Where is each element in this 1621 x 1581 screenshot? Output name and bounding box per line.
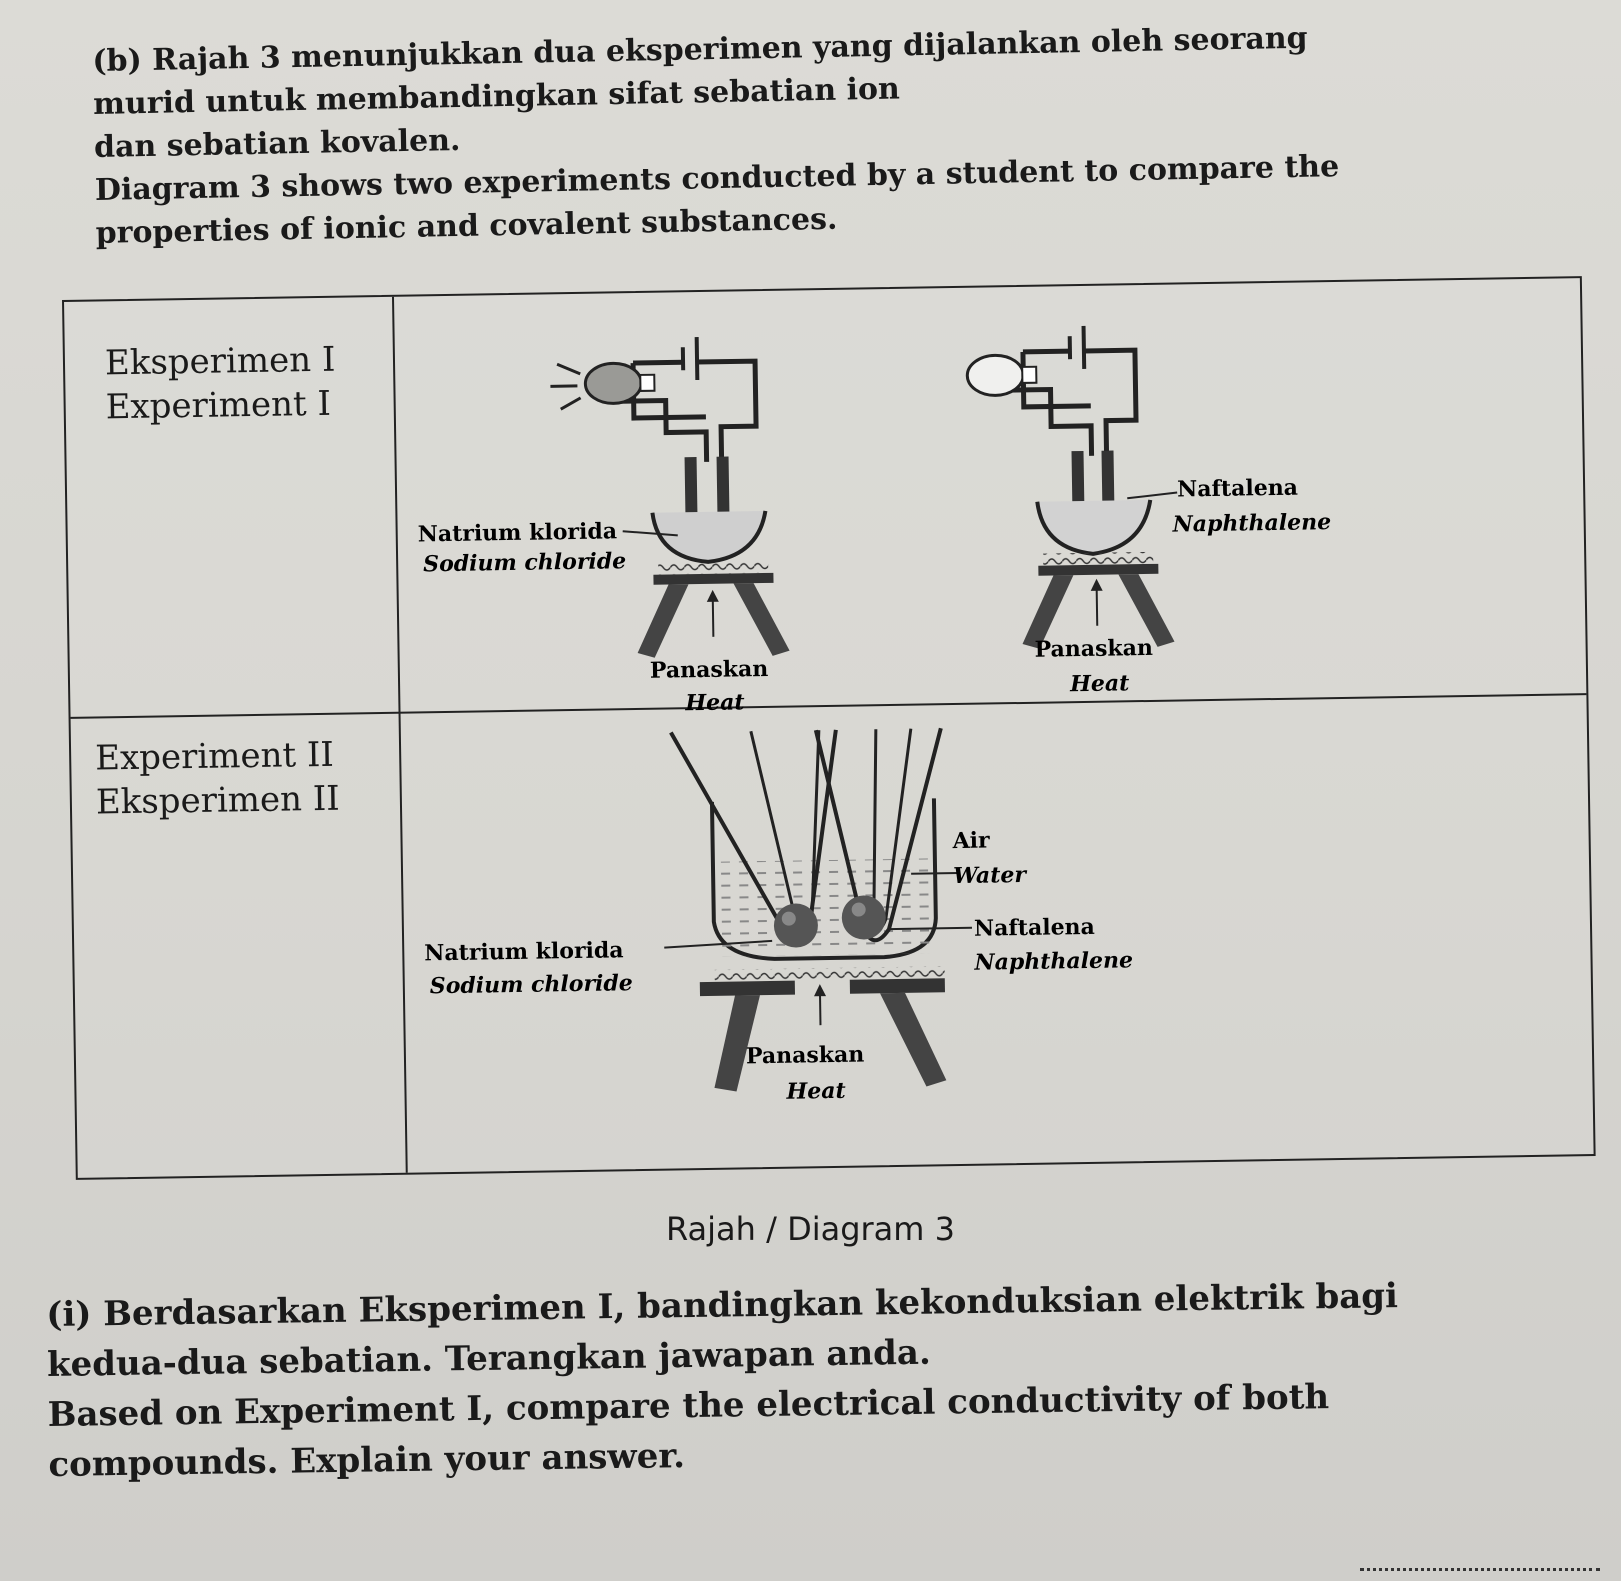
heat-label-en-1: Heat: [684, 689, 745, 716]
heat-label-ms-3: Panaskan: [746, 1041, 865, 1069]
water-label-en: Water: [953, 862, 1028, 889]
nacl-label-en: Sodium chloride: [423, 548, 626, 577]
experiment-1-nacl-apparatus: Natrium klorida Sodium chloride Panaskan…: [418, 337, 790, 716]
battery-icon: [680, 337, 700, 381]
heat-label-en-2: Heat: [1069, 670, 1130, 697]
experiment-2-apparatus: Air Water Natrium klorida Sodium chlorid…: [424, 727, 1133, 1105]
water-label-ms: Air: [951, 827, 990, 854]
question-intro: (b) Rajah 3 menunjukkan dua eksperimen y…: [92, 13, 1496, 255]
battery-icon: [1067, 325, 1087, 369]
diagram-table: Eksperimen I Experiment I Experiment II …: [62, 276, 1596, 1180]
nacl-label-en-2: Sodium chloride: [430, 970, 633, 999]
naphthalene-label-ms-2: Naftalena: [974, 914, 1095, 942]
answer-line[interactable]: [1360, 1568, 1600, 1571]
heat-label-ms-2: Panaskan: [1034, 635, 1153, 663]
nacl-crystal-icon: [773, 903, 818, 948]
nacl-label-ms-2: Natrium klorida: [424, 937, 624, 966]
heat-label-en-3: Heat: [785, 1078, 846, 1105]
naphthalene-crystal-icon: [841, 895, 886, 940]
question-i: (i) Berdasarkan Eksperimen I, bandingkan…: [46, 1269, 1549, 1490]
bulb-icon: [965, 353, 1038, 397]
nacl-label-ms: Natrium klorida: [418, 518, 618, 547]
naphthalene-label-en: Naphthalene: [1171, 509, 1331, 538]
heat-label-ms-1: Panaskan: [650, 656, 769, 684]
experiment-1-naphthalene-apparatus: Naftalena Naphthalene Panaskan Heat: [965, 325, 1331, 697]
bulb-icon: [550, 361, 656, 411]
diagram-caption: Rajah / Diagram 3: [666, 1210, 955, 1248]
naphthalene-label-en-2: Naphthalene: [973, 947, 1133, 976]
experiment-diagrams: Natrium klorida Sodium chloride Panaskan…: [418, 325, 1331, 1105]
naphthalene-label-ms: Naftalena: [1177, 475, 1298, 503]
